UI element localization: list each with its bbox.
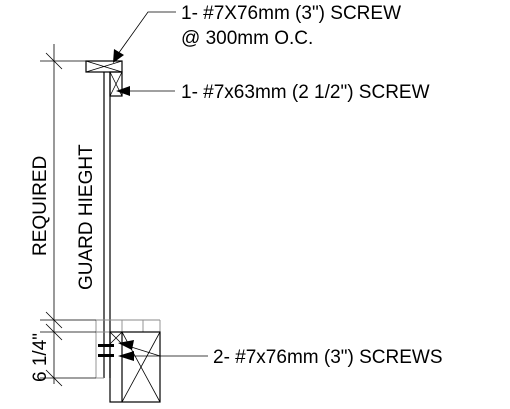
mid-screw-leader [116, 86, 175, 96]
mid-block [109, 71, 123, 97]
top-screw-callout-line1: 1- #7X76mm (3") SCREW [181, 3, 401, 24]
bottom-screws-leader [118, 340, 208, 361]
bottom-screws [98, 344, 114, 357]
guard-height-label: GUARD HIEGHT [76, 144, 97, 290]
top-screw-callout-line2: @ 300mm O.C. [181, 28, 313, 49]
top-cap-rail [85, 60, 123, 73]
mid-screw-callout: 1- #7x63mm (2 1/2") SCREW [181, 82, 430, 103]
top-screw-leader [113, 11, 176, 63]
bottom-dimension-label: 6 1/4" [30, 333, 51, 382]
rim-joist [109, 331, 161, 403]
guard-height-dimension [40, 44, 96, 387]
guard-post [103, 72, 111, 378]
bottom-screws-callout: 2- #7x76mm (3") SCREWS [213, 347, 443, 368]
required-label: REQUIRED [30, 156, 51, 256]
